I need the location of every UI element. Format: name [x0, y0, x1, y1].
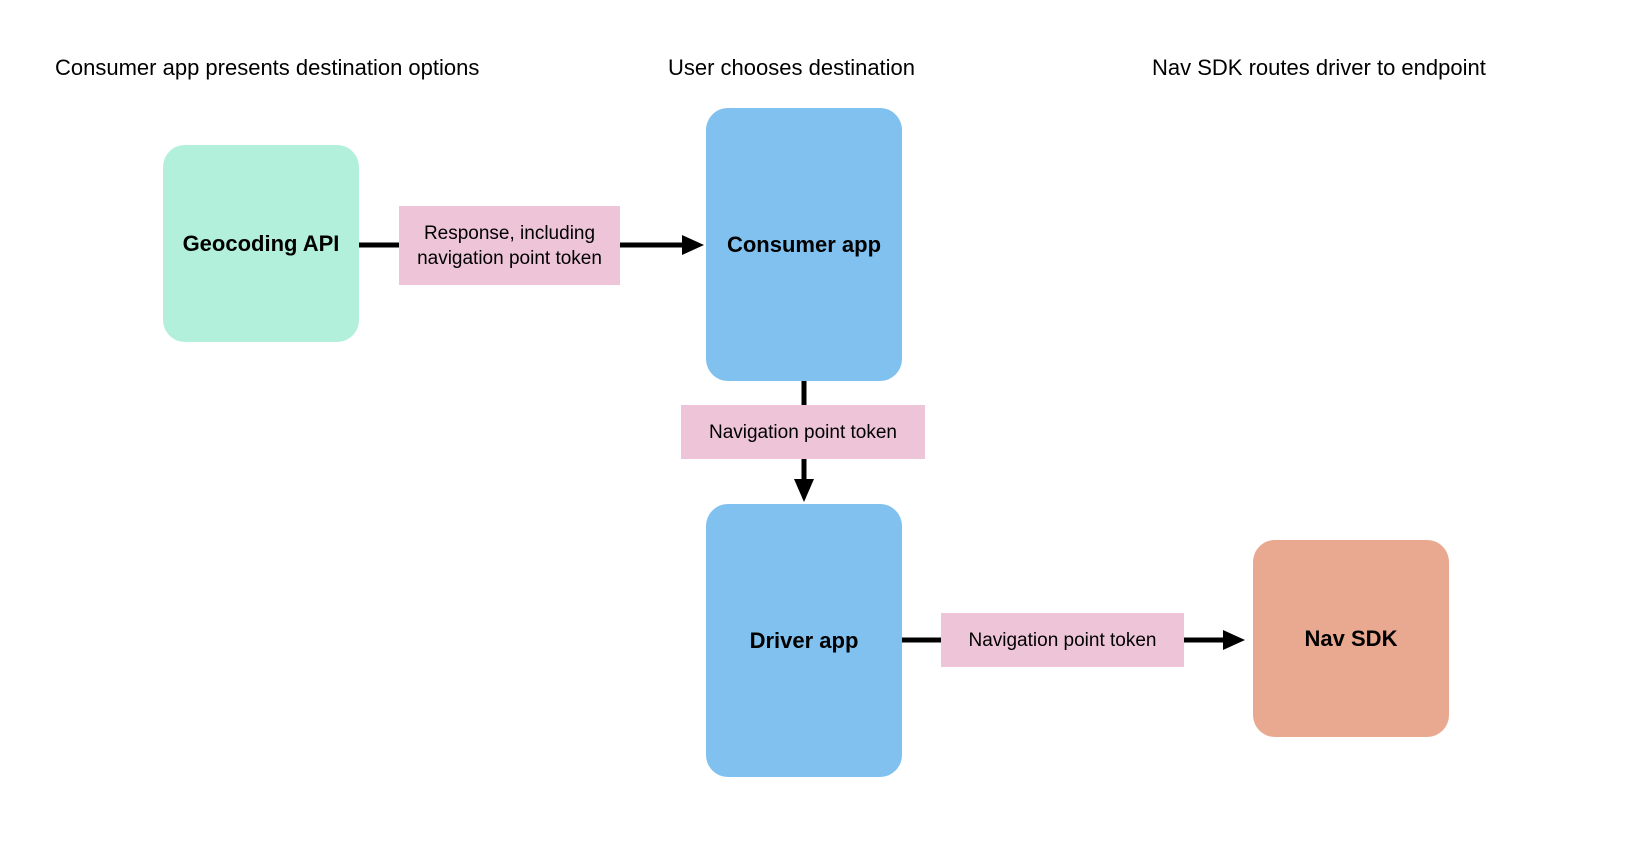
node-driver-app-label: Driver app	[749, 627, 859, 653]
edge-label-geocoding-to-consumer-text: Response, including navigation point tok…	[417, 222, 602, 269]
edge-label-geocoding-to-consumer: Response, including navigation point tok…	[399, 206, 620, 285]
column-header-nav-routes: Nav SDK routes driver to endpoint	[1152, 55, 1486, 80]
column-header-consumer-options: Consumer app presents destination option…	[55, 55, 480, 80]
edge-label-driver-to-navsdk-text: Navigation point token	[968, 629, 1157, 651]
node-nav-sdk[interactable]: Nav SDK	[1253, 540, 1449, 737]
node-consumer-app[interactable]: Consumer app	[706, 108, 902, 381]
column-header-user-chooses: User chooses destination	[668, 55, 916, 80]
node-nav-sdk-label: Nav SDK	[1304, 625, 1398, 651]
edge-label-consumer-to-driver: Navigation point token	[681, 405, 925, 459]
edge-label-driver-to-navsdk: Navigation point token	[941, 613, 1184, 667]
edge-label-consumer-to-driver-text: Navigation point token	[708, 421, 897, 443]
arrowhead-icon-driver-to-navsdk	[1223, 630, 1245, 650]
arrowhead-icon-geocoding-to-consumer	[682, 235, 704, 255]
node-geocoding-api[interactable]: Geocoding API	[163, 145, 359, 342]
node-driver-app[interactable]: Driver app	[706, 504, 902, 777]
arrowhead-icon-consumer-to-driver	[794, 479, 814, 502]
node-consumer-app-label: Consumer app	[726, 231, 882, 257]
node-geocoding-api-label: Geocoding API	[182, 230, 340, 256]
